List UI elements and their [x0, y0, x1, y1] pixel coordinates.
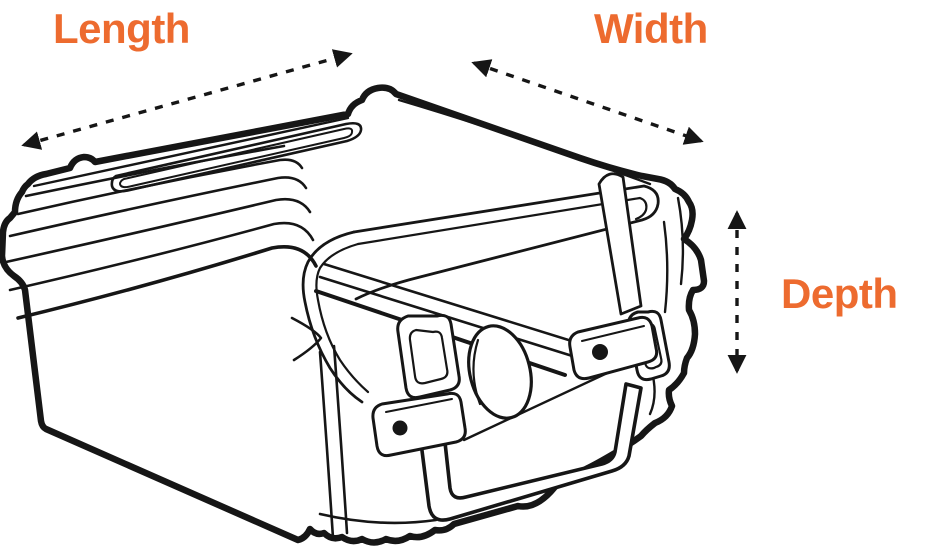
length-label: Length	[53, 5, 190, 52]
dimension-arrows	[21, 49, 747, 374]
case-outline	[0, 84, 708, 546]
lid-top-large-recess	[301, 184, 660, 404]
latch-right-pin	[592, 344, 608, 360]
latch-right-tab	[568, 315, 659, 381]
latch-left-pin	[392, 420, 408, 436]
latch-right	[568, 309, 671, 382]
depth-label: Depth	[781, 270, 898, 317]
padlock-boss	[467, 324, 533, 420]
latch-right-strap	[597, 172, 643, 316]
width-label: Width	[594, 5, 708, 52]
length-arrow	[21, 49, 353, 150]
latch-left	[371, 313, 467, 458]
latch-left-tab	[371, 391, 467, 458]
hard-case-drawing	[0, 84, 708, 546]
front-corner-edge	[290, 316, 438, 540]
latch-left-knuckle	[396, 313, 461, 400]
lid-ridges	[4, 144, 318, 320]
latch-left-knuckle-inner	[408, 328, 449, 385]
width-arrow	[471, 59, 704, 145]
handle-recess-line	[462, 366, 620, 442]
